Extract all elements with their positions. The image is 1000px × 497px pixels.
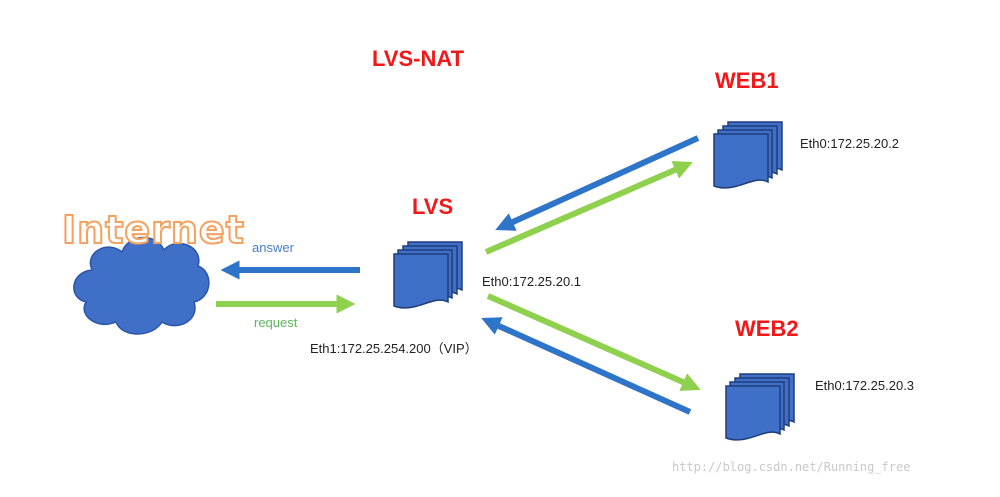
web1-server-icon [713,121,783,189]
web2-eth0-label: Eth0:172.25.20.3 [815,378,915,393]
lvs-label: LVS [412,194,454,219]
web2-request-arrow [486,293,701,391]
watermark: http://blog.csdn.net/Running_free [672,460,911,474]
web1-request-arrow [484,161,693,255]
answer-label: answer [252,240,294,255]
web1-answer-arrow [495,135,700,231]
web2-label: WEB2 [735,316,799,341]
lvs-server-icon [393,241,463,309]
web2-server-icon [725,373,795,441]
web1-eth0-label: Eth0:172.25.20.2 [800,136,900,151]
diagram-title: LVS-NAT [372,46,465,71]
lvs-eth0-label: Eth0:172.25.20.1 [482,274,582,289]
web2-answer-arrow [481,317,692,415]
lvs-eth1-label: Eth1:172.25.254.200（VIP） [310,341,478,356]
request-label: request [254,315,298,330]
web1-label: WEB1 [715,68,779,93]
internet-cloud-icon [73,236,210,335]
internet-label: Internet [61,207,245,253]
